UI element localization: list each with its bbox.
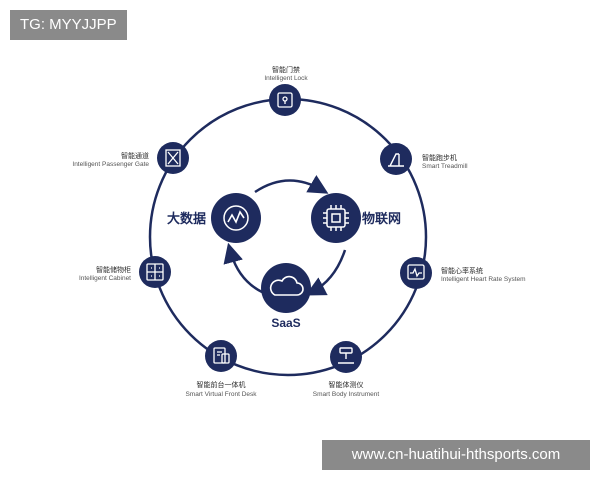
- node-cn-label: 智能跑步机: [422, 153, 457, 162]
- node-en-label: Intelligent Lock: [264, 75, 308, 82]
- core-big-data: 大数据: [167, 193, 261, 243]
- treadmill-icon: [388, 153, 404, 167]
- node-cn-label: 智能体测仪: [329, 380, 364, 389]
- node-intelligent-lock: 智能门禁 Intelligent Lock: [264, 65, 308, 116]
- node-cn-label: 智能通道: [121, 151, 149, 160]
- core-iot: 物联网: [311, 193, 401, 243]
- node-cn-label: 智能心率系统: [441, 266, 483, 275]
- node-cn-label: 智能前台一体机: [197, 380, 246, 389]
- arrow-iot-to-saas: [305, 249, 347, 296]
- node-heart-rate-system: 智能心率系统 Intelligent Heart Rate System: [400, 257, 526, 289]
- node-smart-treadmill: 智能跑步机 Smart Treadmill: [380, 143, 468, 175]
- arrow-saas-to-bigdata: [223, 242, 263, 294]
- node-cn-label: 智能储物柜: [96, 265, 131, 274]
- node-smart-front-desk: 智能前台一体机 Smart Virtual Front Desk: [185, 340, 257, 398]
- gate-icon: [165, 149, 181, 167]
- heart-rate-icon: [407, 264, 425, 280]
- node-en-label: Smart Body Instrument: [313, 391, 380, 398]
- node-en-label: Smart Treadmill: [422, 163, 468, 170]
- core-saas: SaaS: [261, 263, 311, 330]
- cloud-icon: [269, 275, 304, 296]
- front-desk-icon: [213, 347, 230, 364]
- chip-icon: [323, 205, 349, 231]
- node-smart-body-instrument: 智能体测仪 Smart Body Instrument: [313, 341, 380, 398]
- iot-label: 物联网: [362, 211, 401, 227]
- body-scale-icon: [338, 347, 354, 364]
- node-cn-label: 智能门禁: [272, 65, 300, 74]
- big-data-label: 大数据: [167, 211, 206, 227]
- lock-icon: [277, 92, 293, 108]
- chart-line-icon: [227, 210, 245, 224]
- cabinet-icon: [146, 263, 164, 281]
- node-intelligent-passenger-gate: 智能通道 Intelligent Passenger Gate: [72, 142, 189, 174]
- node-intelligent-cabinet: 智能储物柜 Intelligent Cabinet: [79, 256, 171, 288]
- saas-label: SaaS: [271, 316, 300, 330]
- node-en-label: Smart Virtual Front Desk: [185, 391, 257, 398]
- outer-ring: [148, 97, 428, 377]
- arrow-bigdata-to-iot: [254, 175, 329, 194]
- tg-tag: TG: MYYJJPP: [10, 10, 127, 40]
- node-en-label: Intelligent Passenger Gate: [72, 161, 149, 168]
- node-en-label: Intelligent Heart Rate System: [441, 276, 526, 283]
- site-watermark: www.cn-huatihui-hthsports.com: [322, 440, 590, 470]
- node-en-label: Intelligent Cabinet: [79, 275, 131, 282]
